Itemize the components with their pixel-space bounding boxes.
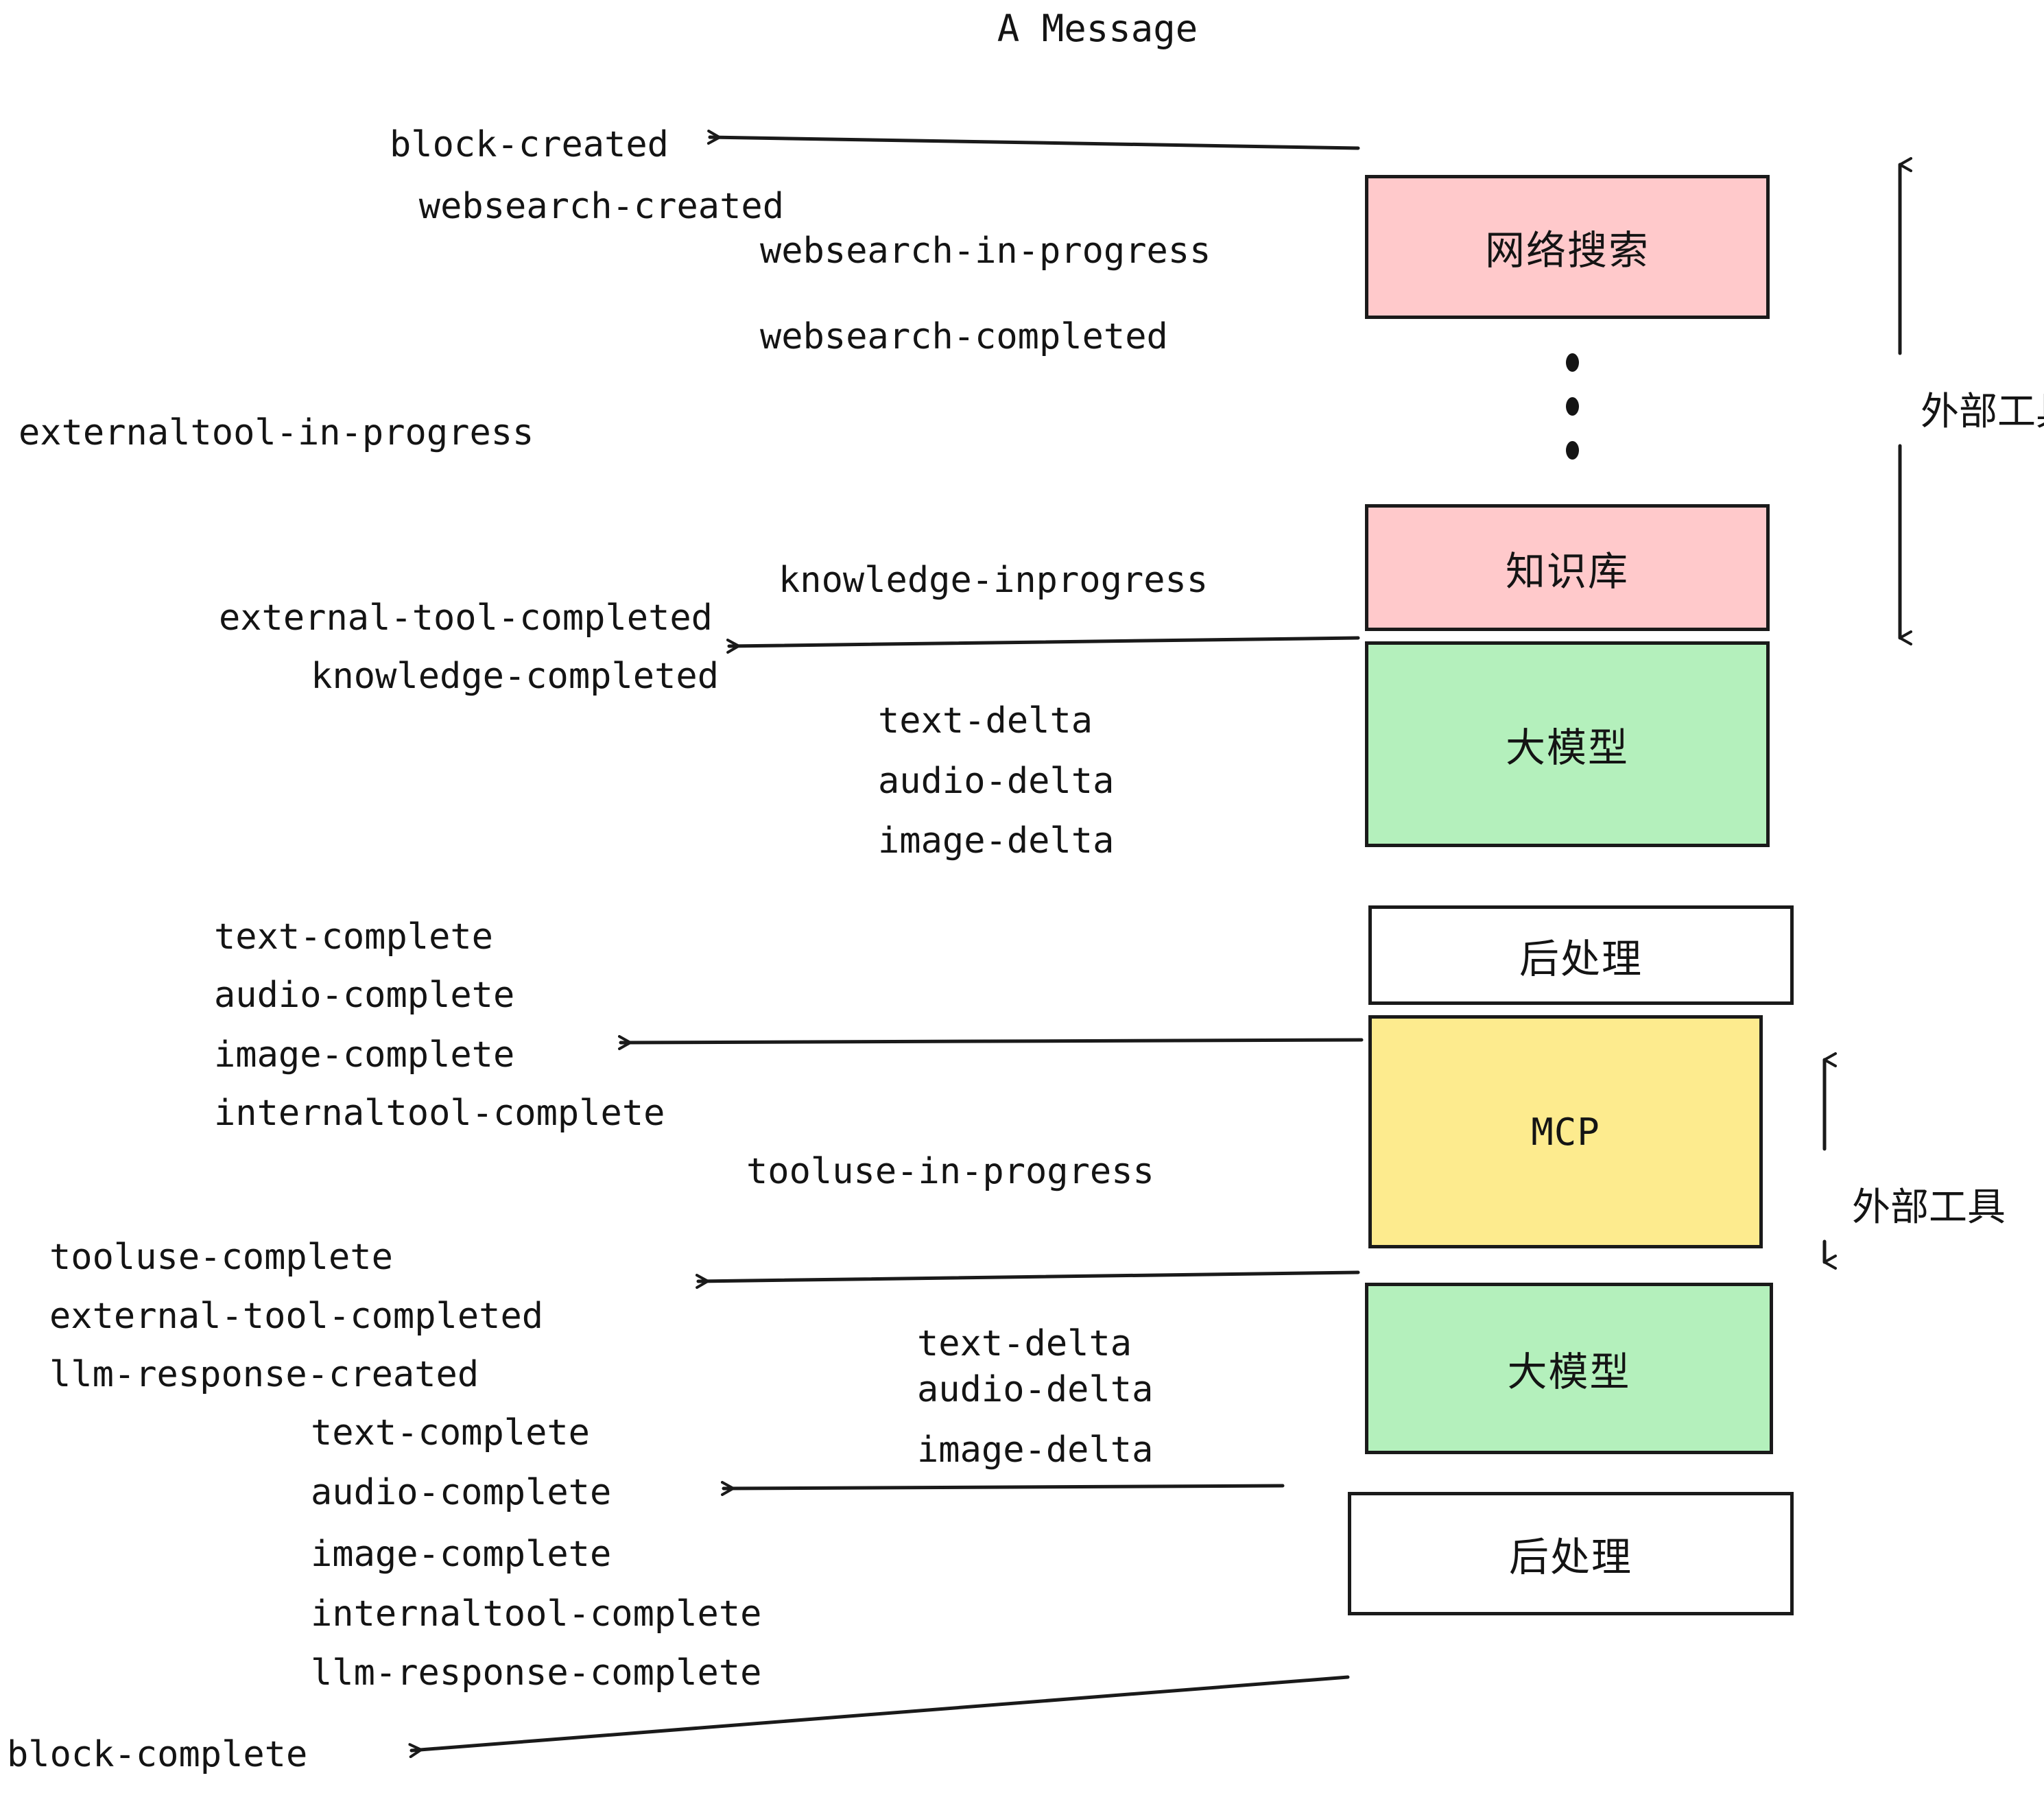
arrow-tooluse-complete bbox=[695, 1270, 1360, 1290]
event-label-websearch-completed: websearch-completed bbox=[760, 316, 1168, 357]
event-label-internaltool-complete-2: internaltool-complete bbox=[311, 1593, 762, 1635]
event-label-text-complete-2: text-complete bbox=[311, 1412, 590, 1453]
node-post-bottom: 后处理 bbox=[1348, 1492, 1794, 1615]
brace-label-external-tools-top: 外部工具 bbox=[1921, 390, 2044, 434]
event-label-text-delta-1: text-delta bbox=[878, 700, 1093, 741]
node-websearch: 网络搜索 bbox=[1365, 175, 1770, 319]
event-label-audio-delta-1: audio-delta bbox=[878, 761, 1115, 802]
event-label-tooluse-complete: tooluse-complete bbox=[49, 1237, 393, 1278]
event-label-llm-response-complete: llm-response-complete bbox=[311, 1652, 762, 1694]
node-post-top: 后处理 bbox=[1368, 905, 1794, 1005]
event-label-external-tool-completed-1: external-tool-completed bbox=[218, 597, 713, 639]
arrow-block-created bbox=[706, 129, 1360, 150]
node-llm-bottom: 大模型 bbox=[1365, 1283, 1773, 1454]
event-label-websearch-in-progress: websearch-in-progress bbox=[760, 230, 1211, 272]
event-label-audio-complete-1: audio-complete bbox=[214, 975, 515, 1016]
event-label-knowledge-inprogress: knowledge-inprogress bbox=[779, 560, 1209, 601]
event-label-externaltool-in-progress: externaltool-in-progress bbox=[19, 412, 534, 453]
event-label-websearch-created: websearch-created bbox=[418, 186, 784, 227]
arrow-block-complete bbox=[408, 1675, 1350, 1759]
node-llm-top: 大模型 bbox=[1365, 641, 1770, 847]
event-label-text-delta-2: text-delta bbox=[917, 1323, 1132, 1364]
event-label-external-tool-completed-2: external-tool-completed bbox=[49, 1296, 544, 1337]
arrow-knowledge-complete bbox=[726, 636, 1360, 654]
event-label-image-delta-1: image-delta bbox=[878, 820, 1115, 862]
page-title: A Message bbox=[997, 7, 1198, 50]
node-mcp: MCP bbox=[1368, 1015, 1763, 1248]
event-label-internaltool-complete-1: internaltool-complete bbox=[214, 1093, 665, 1134]
event-label-image-complete-1: image-complete bbox=[214, 1034, 515, 1076]
arrow-audio-complete bbox=[720, 1481, 1285, 1497]
arrow-image-complete bbox=[617, 1035, 1364, 1051]
event-label-block-created: block-created bbox=[390, 124, 669, 165]
event-label-image-delta-2: image-delta bbox=[917, 1429, 1154, 1471]
event-label-llm-response-created: llm-response-created bbox=[49, 1354, 479, 1395]
event-label-audio-complete-2: audio-complete bbox=[311, 1472, 612, 1513]
event-label-knowledge-completed: knowledge-completed bbox=[311, 656, 719, 697]
event-label-audio-delta-2: audio-delta bbox=[917, 1369, 1154, 1410]
event-label-block-complete: block-complete bbox=[7, 1734, 308, 1775]
node-knowledge: 知识库 bbox=[1365, 504, 1770, 631]
brace-label-external-tools-bottom: 外部工具 bbox=[1852, 1185, 2006, 1230]
event-label-text-complete-1: text-complete bbox=[214, 916, 493, 958]
event-label-image-complete-2: image-complete bbox=[311, 1534, 612, 1575]
event-label-tooluse-in-progress: tooluse-in-progress bbox=[746, 1151, 1154, 1192]
ellipsis-vertical-icon bbox=[1566, 353, 1579, 460]
